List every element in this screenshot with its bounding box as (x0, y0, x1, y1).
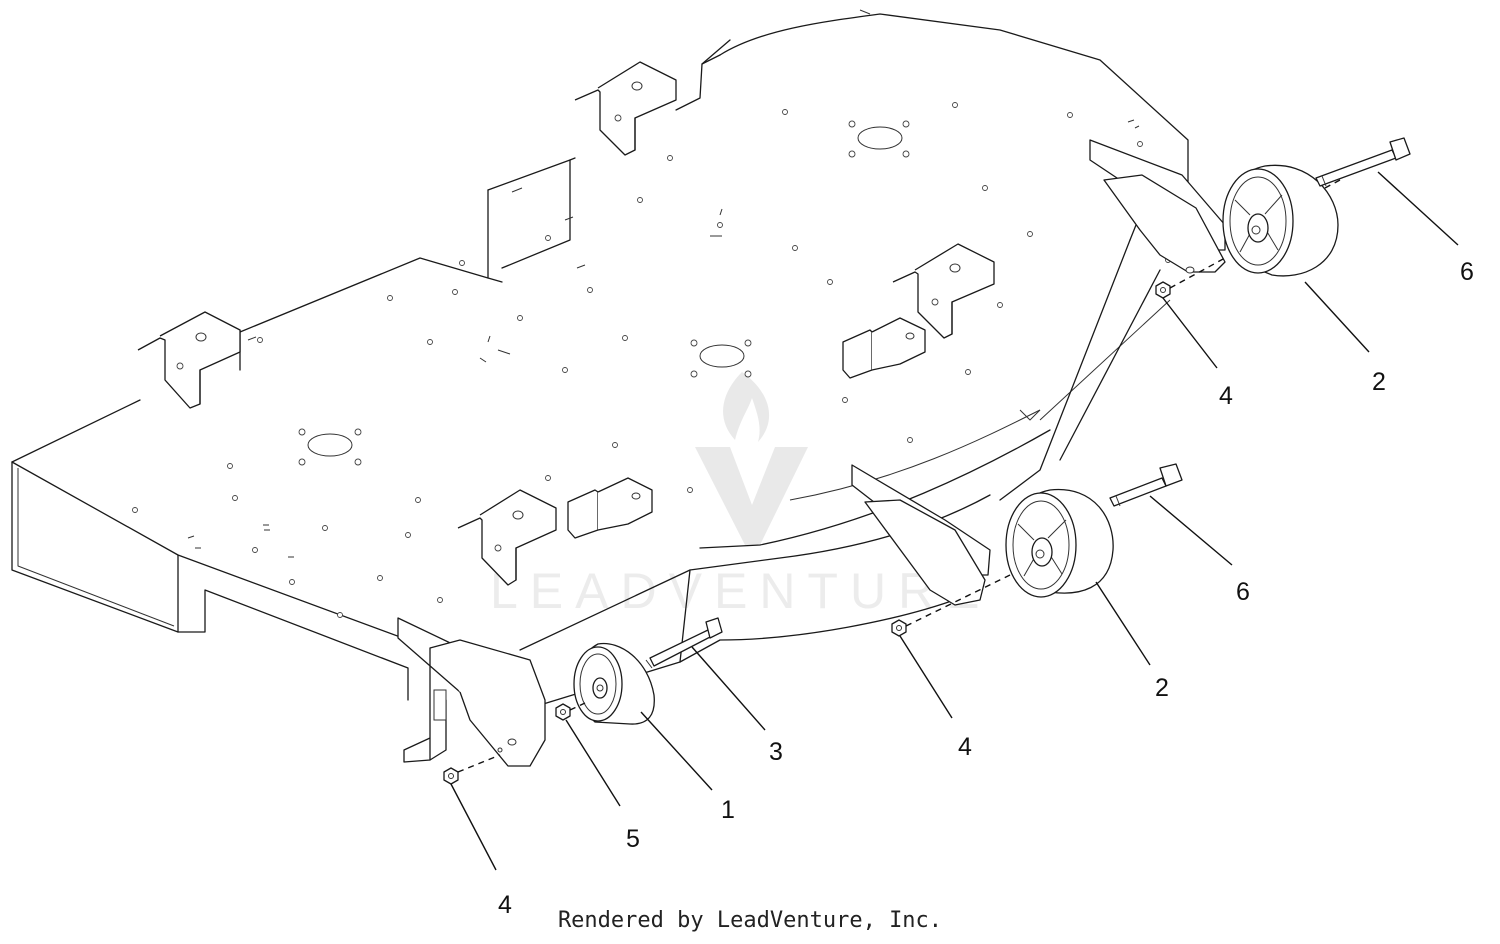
leader-lines (450, 171, 1459, 871)
callout-5: 5 (626, 825, 640, 853)
mount-bracket-front-center (567, 477, 653, 539)
callout-4-left: 4 (498, 891, 512, 919)
wheel-arm-right-front (851, 464, 991, 606)
nut-part-4-center (891, 619, 907, 637)
watermark-text: LEADVENTURE (490, 563, 992, 619)
mount-bracket-right (892, 243, 995, 339)
mount-bracket-front-left (457, 489, 557, 586)
wheel-arm-left (397, 617, 546, 767)
bolt-part-6-front (1109, 463, 1183, 507)
render-credit: Rendered by LeadVenture, Inc. (557, 908, 943, 933)
spindle-hole-right (848, 120, 910, 158)
wheel-part-1 (573, 642, 655, 725)
wheel-part-2-rear (1222, 164, 1339, 277)
callout-2-rear: 2 (1372, 368, 1386, 396)
nut-part-4-left (443, 767, 459, 785)
mount-bracket-right-lower (842, 317, 926, 379)
callout-4-center: 4 (958, 733, 972, 761)
nut-part-4-right (1155, 281, 1171, 299)
callouts: 1 2 2 3 4 4 4 5 6 6 (498, 258, 1474, 919)
callout-6-front: 6 (1236, 578, 1250, 606)
mower-deck (11, 9, 1226, 767)
spindle-hole-center (690, 339, 752, 378)
callout-2-front: 2 (1155, 674, 1169, 702)
deck-holes (132, 102, 1171, 618)
callout-3: 3 (769, 738, 783, 766)
callout-6-rear: 6 (1460, 258, 1474, 286)
callout-4-right: 4 (1219, 382, 1233, 410)
wheel-part-2-front (1005, 488, 1114, 598)
bolt-part-6-rear (1315, 137, 1411, 187)
mount-bracket-rear-left (137, 311, 241, 409)
mount-bracket-rear-center (574, 61, 677, 156)
assembly-lines (457, 179, 1341, 773)
watermark: LEADVENTURE (490, 372, 992, 619)
callout-1: 1 (721, 796, 735, 824)
bolt-part-3 (645, 617, 723, 669)
nut-part-5 (555, 703, 571, 721)
wheel-arm-right-rear (1089, 139, 1226, 274)
spindle-hole-left (298, 428, 362, 466)
